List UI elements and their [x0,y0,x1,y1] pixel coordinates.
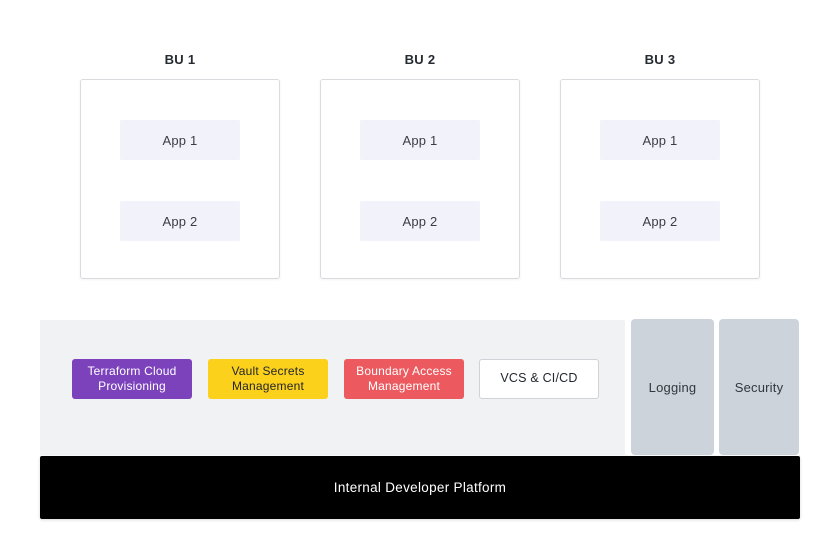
bu1-app1-box: App 1 [120,120,240,160]
bu3-app2-box: App 2 [600,201,720,241]
bu3-app1-box: App 1 [600,120,720,160]
terraform-cloud-provisioning-chip: Terraform Cloud Provisioning [72,359,192,399]
bu2-app1-box: App 1 [360,120,480,160]
bu1-app2-box: App 2 [120,201,240,241]
vault-secrets-management-chip: Vault Secrets Management [208,359,328,399]
bu2-app2-box: App 2 [360,201,480,241]
bu1-box: App 1 App 2 [80,79,280,279]
boundary-access-management-chip: Boundary Access Management [344,359,464,399]
bu2-box: App 1 App 2 [320,79,520,279]
bu1-label: BU 1 [164,52,196,67]
vcs-cicd-chip: VCS & CI/CD [479,359,599,399]
logging-pillar: Logging [631,319,714,455]
security-pillar: Security [719,319,799,455]
bu2-label: BU 2 [404,52,436,67]
bu3-label: BU 3 [644,52,676,67]
shared-services-band: Terraform Cloud Provisioning Vault Secre… [40,320,625,455]
bu3-box: App 1 App 2 [560,79,760,279]
internal-developer-platform-bar: Internal Developer Platform [40,456,800,519]
